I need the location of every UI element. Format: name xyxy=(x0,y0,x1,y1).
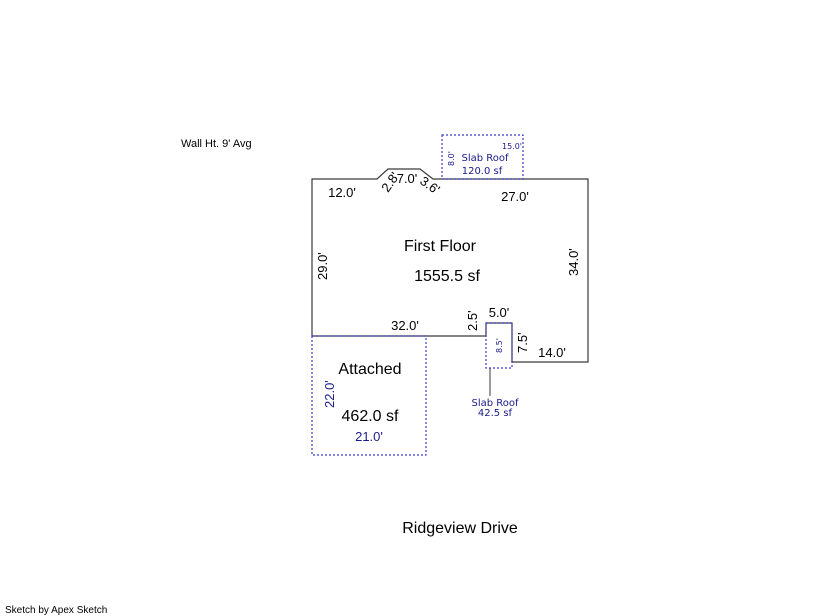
dim-right: 34.0' xyxy=(566,248,581,276)
slab-roof-bottom-title: Slab Roof xyxy=(471,398,519,409)
dim-top-right: 27.0' xyxy=(501,189,529,204)
first-floor-area: 1555.5 sf xyxy=(414,268,480,285)
attached-area: 462.0 sf xyxy=(342,408,399,425)
dim-bay-top: 7.0' xyxy=(397,171,418,186)
dim-top-left: 12.0' xyxy=(328,185,356,200)
slab-roof-bottom-outline xyxy=(485,322,513,369)
slab-roof-bottom-area: 42.5 sf xyxy=(478,408,513,419)
footer-credit: Sketch by Apex Sketch xyxy=(5,605,107,616)
attached-title: Attached xyxy=(338,361,401,378)
slab-roof-top-area: 120.0 sf xyxy=(462,166,503,177)
first-floor-title: First Floor xyxy=(404,238,477,255)
slab-roof-bottom-dim-height: 8.5' xyxy=(495,338,504,353)
dim-notch-top: 5.0' xyxy=(489,305,510,320)
dim-left: 29.0' xyxy=(315,252,330,280)
dim-notch-right: 7.5' xyxy=(515,332,530,353)
dim-bottom-left: 32.0' xyxy=(391,318,419,333)
dim-bottom-right: 14.0' xyxy=(538,345,566,360)
dim-bay-right: 3.6' xyxy=(417,173,442,197)
dim-notch-left: 2.5' xyxy=(465,310,480,331)
attached-outline xyxy=(311,335,427,456)
slab-roof-top-dim-height: 8.0' xyxy=(447,151,456,166)
slab-roof-top-title: Slab Roof xyxy=(461,153,509,164)
attached-dim-width: 21.0' xyxy=(355,429,383,444)
slab-roof-top-outline xyxy=(441,134,524,180)
slab-roof-top-dim-width: 15.0' xyxy=(502,142,522,151)
attached-dim-height: 22.0' xyxy=(322,380,337,408)
street-name: Ridgeview Drive xyxy=(402,520,518,537)
wall-height-note: Wall Ht. 9' Avg xyxy=(181,138,252,150)
